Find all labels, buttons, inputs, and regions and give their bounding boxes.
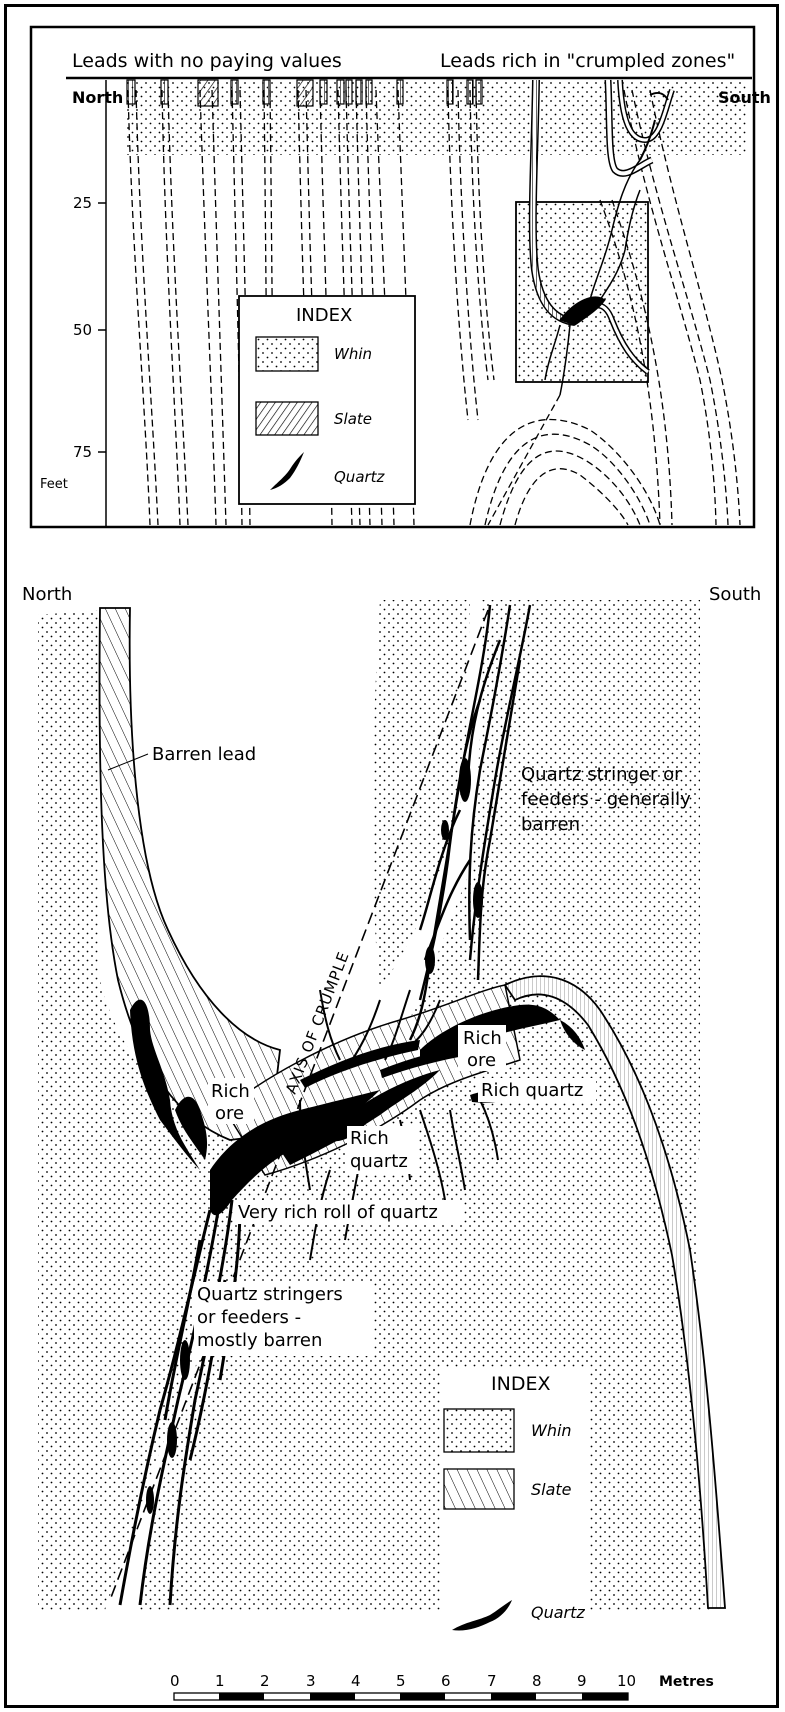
label-barren-lead: Barren lead	[152, 744, 256, 765]
scale-tick: 4	[351, 1672, 361, 1690]
scale-seg	[582, 1693, 628, 1700]
label-rich-quartz-mid-2: quartz	[350, 1151, 408, 1172]
lower-index-slate: Slate	[531, 1480, 572, 1499]
scale-tick: 6	[441, 1672, 451, 1690]
depth-label: 50	[73, 321, 92, 339]
upper-index-quartz: Quartz	[334, 468, 386, 486]
label-stringers-low-2: or feeders -	[197, 1307, 301, 1328]
depth-unit-label: Feet	[40, 477, 68, 492]
upper-north-label: North	[72, 88, 123, 107]
label-rich-quartz-mid-1: Rich	[350, 1128, 389, 1149]
label-stringers-low-3: mostly barren	[197, 1330, 322, 1351]
scale-unit: Metres	[659, 1674, 714, 1690]
label-rich-ore-left-2: ore	[215, 1103, 244, 1124]
scale-tick: 2	[260, 1672, 270, 1690]
upper-index-box	[239, 296, 415, 504]
lower-section: North South AXIS OF CRUMPLE	[22, 584, 761, 1700]
scale-tick: 8	[532, 1672, 542, 1690]
depth-label: 25	[73, 194, 92, 212]
label-stringer-2: feeders - generally	[521, 789, 691, 810]
scale-tick: 0	[170, 1672, 180, 1690]
depth-label: 75	[73, 443, 92, 461]
upper-index-title: INDEX	[296, 305, 352, 326]
lower-whin-swatch	[444, 1409, 514, 1452]
scale-seg	[400, 1693, 445, 1700]
label-stringer-1: Quartz stringer or	[521, 764, 682, 785]
upper-index-slate: Slate	[334, 410, 372, 428]
scale-tick: 5	[396, 1672, 406, 1690]
lower-south-label: South	[709, 584, 761, 605]
scale-seg	[219, 1693, 264, 1700]
label-rich-ore-left-1: Rich	[211, 1081, 250, 1102]
scale-tick: 3	[306, 1672, 316, 1690]
scale-bar: 0 1 2 3 4 5 6 7 8 9 10 Metres	[170, 1672, 714, 1700]
lower-index-title: INDEX	[491, 1373, 550, 1395]
lower-slate-swatch	[444, 1469, 514, 1509]
label-stringers-low-1: Quartz stringers	[197, 1284, 343, 1305]
lower-north-label: North	[22, 584, 72, 605]
upper-section: Leads with no paying values Leads rich i…	[31, 27, 771, 527]
upper-index: INDEX Whin Slate Quartz	[239, 296, 415, 504]
scale-seg	[491, 1693, 536, 1700]
slate-swatch	[256, 402, 318, 435]
upper-south-label: South	[718, 88, 771, 107]
lower-index: INDEX Whin Slate Quartz	[440, 1368, 590, 1631]
label-stringer-3: barren	[521, 814, 580, 835]
label-rich-quartz-right: Rich quartz	[481, 1080, 583, 1101]
label-rich-ore-right-1: Rich	[463, 1028, 502, 1049]
upper-index-whin: Whin	[334, 345, 372, 363]
label-very-rich-roll: Very rich roll of quartz	[238, 1202, 438, 1223]
label-rich-ore-right-2: ore	[467, 1050, 496, 1071]
lower-index-whin: Whin	[531, 1421, 572, 1440]
upper-header-left: Leads with no paying values	[72, 50, 342, 72]
scale-seg	[310, 1693, 355, 1700]
scale-tick: 7	[487, 1672, 497, 1690]
scale-tick: 10	[617, 1672, 636, 1690]
crumple-axis-upper	[488, 395, 560, 525]
upper-header-right: Leads rich in "crumpled zones"	[440, 50, 735, 72]
whin-surface-band	[126, 80, 746, 155]
scale-tick: 9	[577, 1672, 587, 1690]
whin-swatch	[256, 337, 318, 371]
lower-index-quartz: Quartz	[531, 1603, 585, 1622]
scale-tick: 1	[215, 1672, 225, 1690]
